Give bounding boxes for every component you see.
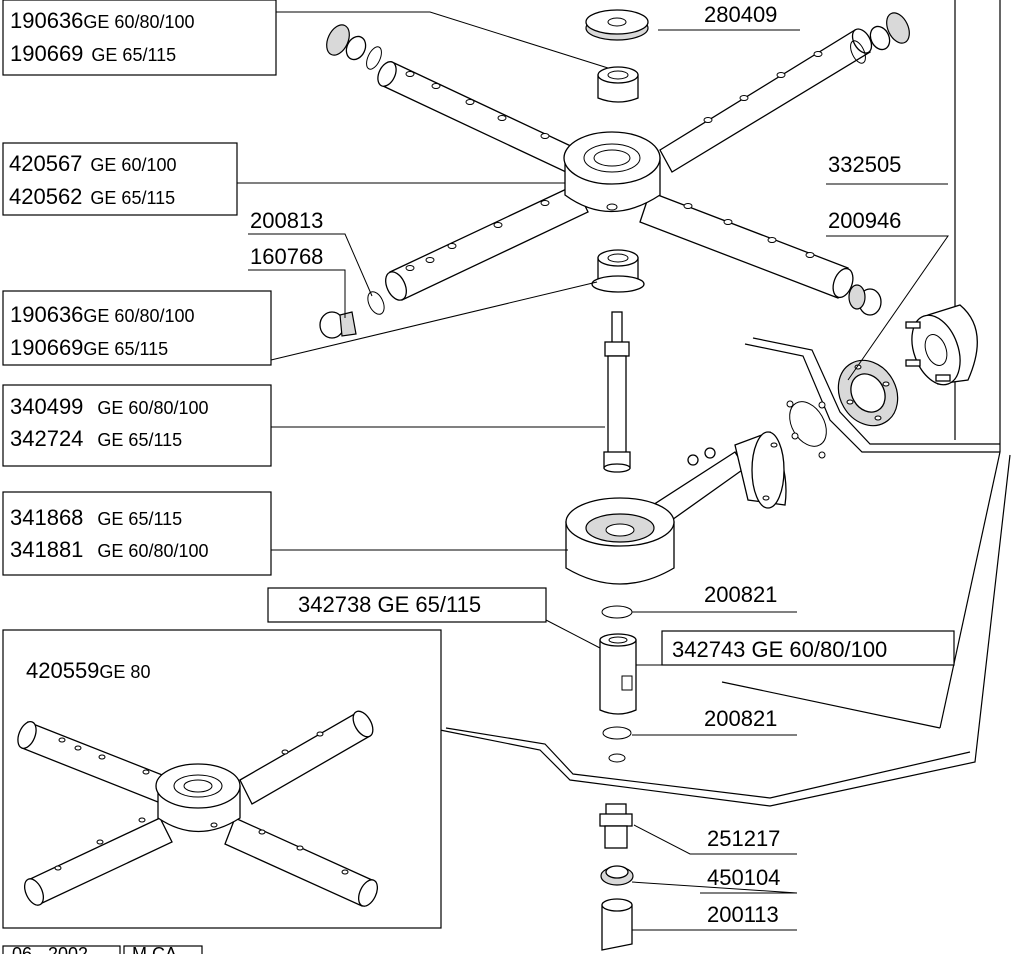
part-code: 280409 bbox=[704, 2, 777, 27]
nozzle-part bbox=[599, 803, 633, 849]
clamp-part bbox=[600, 865, 634, 886]
label-box-4 bbox=[2, 384, 272, 467]
part-code: 342743 GE 60/80/100 bbox=[672, 637, 887, 662]
part-code: 342738 GE 65/115 bbox=[298, 592, 481, 617]
part-code: 341881 bbox=[10, 537, 83, 562]
svg-text:420559GE 80: 420559GE 80 bbox=[26, 658, 150, 683]
tube-part bbox=[601, 898, 633, 951]
flange-part bbox=[905, 304, 978, 386]
part-code: 420559 bbox=[26, 658, 99, 683]
central-bush-stack bbox=[599, 605, 637, 763]
part-code: 200813 bbox=[250, 208, 323, 233]
end-cap-upper-right bbox=[850, 12, 910, 64]
part-code: 420562 bbox=[9, 184, 82, 209]
tank-wall-outline bbox=[439, 0, 1011, 807]
end-cap-upper-left bbox=[326, 24, 382, 70]
part-code: 190669 bbox=[10, 41, 83, 66]
model-text: GE 65/115 bbox=[90, 188, 175, 208]
svg-text:190636GE 60/80/100: 190636GE 60/80/100 bbox=[10, 8, 195, 33]
label-box-bush-a bbox=[267, 587, 547, 623]
part-code: 200113 bbox=[707, 902, 779, 927]
part-code: 190636 bbox=[10, 302, 83, 327]
lower-bush-part bbox=[591, 249, 645, 293]
part-code: 251217 bbox=[707, 826, 780, 851]
model-text: GE 60/80/100 bbox=[97, 541, 208, 561]
shaft-part bbox=[603, 311, 631, 473]
part-code: 450104 bbox=[707, 865, 780, 890]
part-code: 341868 bbox=[10, 505, 83, 530]
top-ring-part bbox=[585, 9, 649, 41]
model-text: GE 60/100 bbox=[90, 155, 176, 175]
model-text: GE 65/115 bbox=[83, 339, 168, 359]
small-seal-part bbox=[786, 400, 827, 459]
part-code: 200821 bbox=[704, 706, 777, 731]
gasket-part bbox=[837, 359, 899, 427]
footer-box-code bbox=[123, 945, 203, 954]
label-box-1 bbox=[2, 0, 277, 76]
part-code: 200946 bbox=[828, 208, 901, 233]
plug-lower-left bbox=[319, 291, 385, 339]
svg-text:190669GE 65/115: 190669GE 65/115 bbox=[10, 335, 168, 360]
model-text: GE 60/80/100 bbox=[97, 398, 208, 418]
part-code: 340499 bbox=[10, 394, 83, 419]
support-housing-part bbox=[565, 431, 787, 585]
part-code: 190669 bbox=[10, 335, 83, 360]
model-text: GE 80 bbox=[99, 662, 150, 682]
label-box-2 bbox=[2, 142, 238, 216]
upper-spray-arm bbox=[377, 28, 873, 301]
top-bush-part bbox=[597, 66, 639, 103]
model-text: GE 60/80/100 bbox=[83, 306, 194, 326]
model-text: GE 65/115 bbox=[97, 430, 182, 450]
part-code: 200821 bbox=[704, 582, 777, 607]
footer-date: 06 - 2002 bbox=[12, 944, 88, 954]
part-code: 342724 bbox=[10, 426, 83, 451]
label-box-bush-b bbox=[661, 630, 955, 666]
svg-text:190669GE 65/115: 190669 GE 65/115 bbox=[10, 41, 176, 66]
part-code: 190636 bbox=[10, 8, 83, 33]
model-text: GE 65/115 bbox=[97, 509, 182, 529]
label-box-3 bbox=[2, 290, 272, 366]
inset-spray-arm bbox=[17, 710, 379, 907]
model-text: GE 60/80/100 bbox=[83, 12, 194, 32]
plug-lower-right bbox=[848, 284, 882, 316]
footer-box-date bbox=[2, 945, 121, 954]
part-code: 332505 bbox=[828, 152, 901, 177]
footer-code: M.CA bbox=[132, 944, 177, 954]
model-text: GE 65/115 bbox=[91, 45, 176, 65]
part-code: 420567 bbox=[9, 151, 82, 176]
label-box-5 bbox=[2, 491, 272, 576]
part-code: 160768 bbox=[250, 244, 323, 269]
label-underlines bbox=[248, 29, 948, 931]
svg-text:190636GE 60/80/100: 190636GE 60/80/100 bbox=[10, 302, 195, 327]
